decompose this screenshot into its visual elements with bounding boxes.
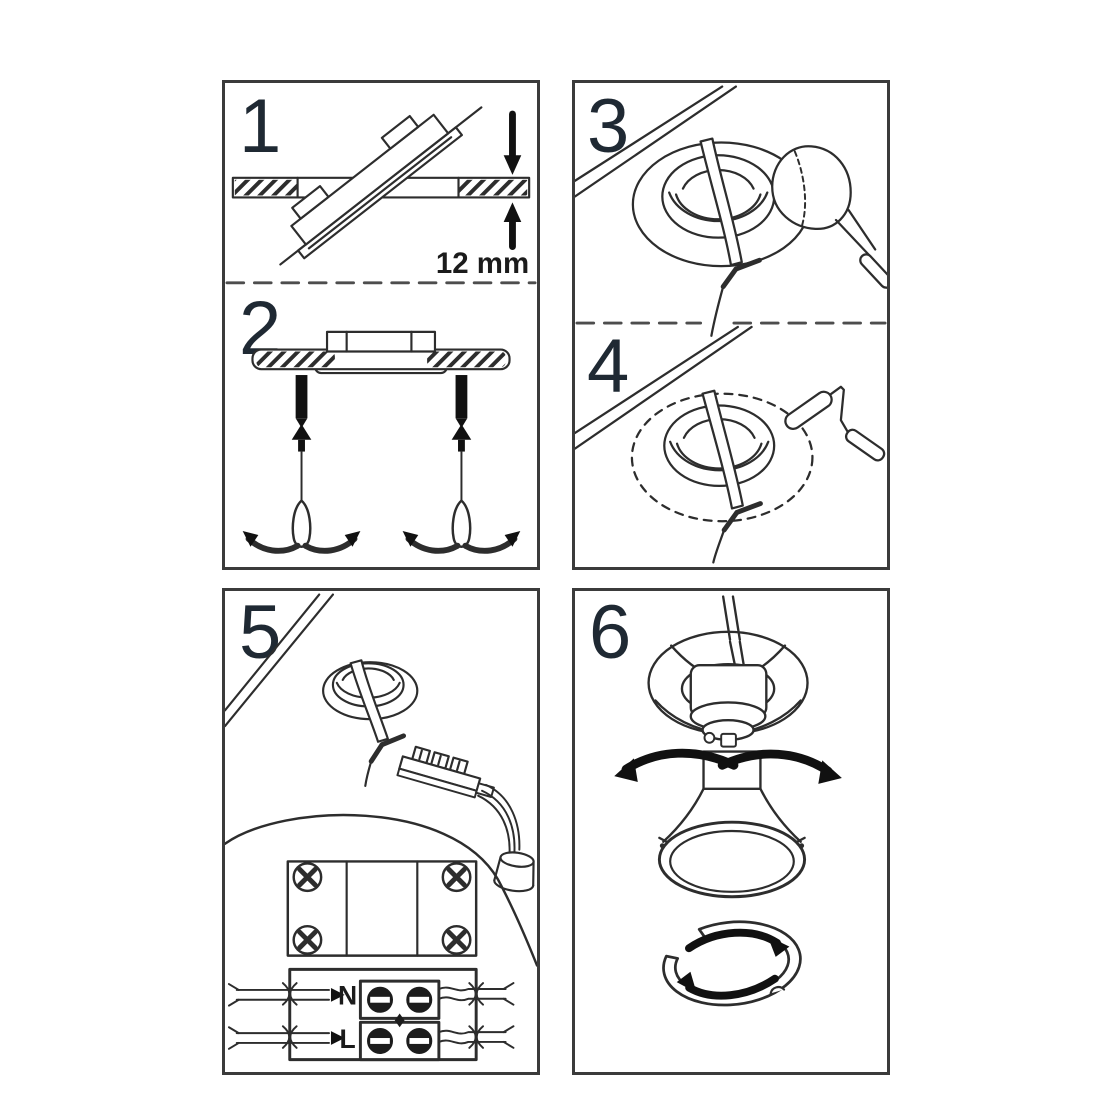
phillips-screw-icon [441, 924, 472, 955]
fixture-trim-housing [647, 595, 809, 748]
terminal-block [358, 979, 441, 1062]
installed-downlight [631, 137, 811, 337]
downlight-paint-area [630, 389, 814, 564]
step3-4-illustration [575, 85, 887, 564]
panel-steps-1-2: 1 2 [222, 80, 540, 570]
step5-number: 5 [239, 590, 281, 675]
recessed-fixture-tilted [279, 106, 483, 266]
transformer-driver [286, 860, 478, 957]
depth-dimension-arrows-icon [503, 110, 522, 250]
terminal-screw-icon [367, 1027, 394, 1054]
terminal-label-neutral: N [338, 981, 357, 1011]
installed-downlight [322, 659, 419, 787]
ceiling-edge-line [225, 593, 335, 728]
terminal-label-live: L [340, 1024, 356, 1054]
terminal-screw-icon [406, 986, 433, 1013]
panel-steps-3-4: 3 4 [572, 80, 890, 570]
mains-cable [477, 783, 521, 855]
phillips-screw-icon [292, 862, 323, 893]
retaining-ring [662, 920, 802, 1007]
detail-zoom-arc [225, 813, 537, 967]
cover-disc-tool [771, 145, 887, 289]
phillips-screw-icon [292, 924, 323, 955]
step6-number: 6 [589, 590, 631, 675]
panel-step-5: 5 [222, 588, 540, 1075]
terminal-screw-icon [367, 986, 394, 1013]
step1-2-illustration: 12 mm [225, 106, 537, 554]
phillips-screw-icon [441, 862, 472, 893]
terminal-wiring-detail: N L [227, 967, 515, 1062]
spotlight-bulb [657, 787, 807, 899]
step4-number: 4 [587, 324, 629, 409]
step5-illustration: N L [225, 593, 537, 1062]
spring-clip-release-icon [402, 375, 521, 554]
wire-live-right [437, 1025, 515, 1049]
paint-roller-icon [784, 385, 886, 462]
terminal-screw-icon [406, 1027, 433, 1054]
wire-neutral-right [437, 982, 515, 1006]
ring-rotation-arrows-icon [676, 928, 790, 1000]
spring-clip-release-icon [242, 375, 361, 554]
step1-number: 1 [239, 84, 281, 169]
twist-rotation-arrows-icon [614, 748, 842, 784]
wire-neutral-left [227, 982, 330, 1007]
cable-grommet [493, 851, 535, 893]
ceiling-edge-line [575, 85, 738, 198]
plug-connector [396, 745, 495, 799]
panel-step-6: 6 [572, 588, 890, 1075]
fixture-seated-flat [251, 330, 511, 375]
step6-illustration [614, 595, 842, 1007]
ceiling-edge-line [575, 325, 753, 450]
wire-live-left [227, 1025, 330, 1050]
depth-label: 12 mm [436, 247, 529, 280]
